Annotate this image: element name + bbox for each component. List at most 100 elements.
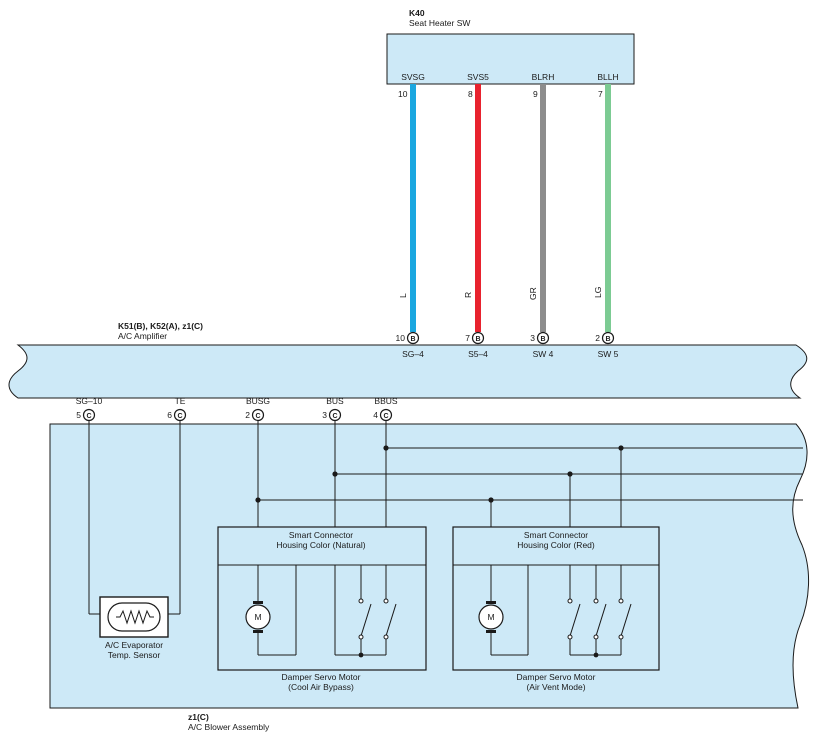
junction-dot xyxy=(567,471,573,477)
motor-housing xyxy=(217,526,427,671)
ac-amplifier: K51(B), K52(A), z1(C) A/C Amplifier 10 B… xyxy=(8,321,808,422)
colored-wires: L R GR LG xyxy=(398,84,611,332)
terminal-label: SG–4 xyxy=(402,349,424,359)
terminal-number: 3 xyxy=(322,410,327,420)
switch-contact xyxy=(618,598,624,604)
internal-wiring xyxy=(88,421,803,614)
k40-code: K40 xyxy=(409,8,425,18)
k40-pin-label: BLRH xyxy=(532,72,555,82)
terminal-connector: B xyxy=(540,336,545,343)
k40-pin-number: 8 xyxy=(468,89,473,99)
terminal-connector: C xyxy=(177,413,182,420)
terminal-circle xyxy=(173,408,187,422)
amp-top-terminals: 10 B SG–4 7 B S5–4 3 B SW 4 2 B SW 5 xyxy=(396,331,619,359)
switch-blade-icon xyxy=(569,603,581,637)
terminal-number: 4 xyxy=(373,410,378,420)
wire-color-code: GR xyxy=(528,287,538,300)
switch-contact xyxy=(567,598,573,604)
terminal-label: SW 5 xyxy=(598,349,619,359)
connector-line2: Housing Color (Natural) xyxy=(276,540,365,550)
junction-dot xyxy=(383,445,389,451)
switch-blade-icon xyxy=(385,603,397,637)
terminal-circle xyxy=(251,408,265,422)
terminal-connector: B xyxy=(605,336,610,343)
junction-dot xyxy=(593,652,599,658)
terminal-label: SW 4 xyxy=(533,349,554,359)
terminal-connector: C xyxy=(86,413,91,420)
terminal-label: SG–10 xyxy=(76,396,103,406)
motor-brush xyxy=(253,630,263,633)
k40-body xyxy=(386,33,635,85)
terminal-number: 3 xyxy=(530,333,535,343)
switch-contact xyxy=(383,634,389,640)
blower-assembly: z1(C) A/C Blower Assembly xyxy=(49,423,809,732)
terminal-label: BBUS xyxy=(374,396,397,406)
junction-dot xyxy=(255,497,261,503)
terminal-number: 5 xyxy=(76,410,81,420)
k40-pin-label: SVS5 xyxy=(467,72,489,82)
junction-dot xyxy=(332,471,338,477)
terminal-circle xyxy=(601,331,615,345)
terminal-connector: C xyxy=(255,413,260,420)
motor-name-line2: (Air Vent Mode) xyxy=(526,682,585,692)
k40-pin-label: SVSG xyxy=(401,72,425,82)
wire-color-code: L xyxy=(398,293,408,298)
terminal-circle xyxy=(471,331,485,345)
sensor-name-line1: A/C Evaporator xyxy=(105,640,163,650)
terminal-label: S5–4 xyxy=(468,349,488,359)
terminal-circle xyxy=(82,408,96,422)
terminal-circle xyxy=(406,331,420,345)
amplifier-code: K51(B), K52(A), z1(C) xyxy=(118,321,203,331)
terminal-circle xyxy=(328,408,342,422)
junction-dot xyxy=(618,445,624,451)
motor-icon xyxy=(245,604,271,630)
terminal-connector: B xyxy=(410,336,415,343)
blower-body xyxy=(49,423,809,709)
motor-housing xyxy=(452,526,660,671)
blower-name: A/C Blower Assembly xyxy=(188,722,270,732)
connector-line1: Smart Connector xyxy=(524,530,588,540)
switch-contact xyxy=(358,598,364,604)
blower-code: z1(C) xyxy=(188,712,209,722)
terminal-number: 2 xyxy=(595,333,600,343)
motor-brush xyxy=(253,601,263,604)
terminal-number: 6 xyxy=(167,410,172,420)
terminal-label: BUSG xyxy=(246,396,270,406)
wire-color-code: LG xyxy=(593,287,603,298)
switch-contact xyxy=(567,634,573,640)
motor-glyph: M xyxy=(254,612,261,622)
terminal-number: 7 xyxy=(465,333,470,343)
switch-blade-icon xyxy=(360,603,372,637)
sensor-name-line2: Temp. Sensor xyxy=(108,650,161,660)
terminal-connector: C xyxy=(332,413,337,420)
junction-dot xyxy=(488,497,494,503)
motor-name-line1: Damper Servo Motor xyxy=(517,672,596,682)
junction-dot xyxy=(358,652,364,658)
switch-contact xyxy=(593,634,599,640)
k40-pin-number: 9 xyxy=(533,89,538,99)
terminal-circle xyxy=(379,408,393,422)
switch-blade-icon xyxy=(620,603,632,637)
evaporator-temp-sensor: A/C Evaporator Temp. Sensor xyxy=(89,596,180,660)
terminal-number: 2 xyxy=(245,410,250,420)
motor-icon xyxy=(478,604,504,630)
amplifier-body xyxy=(8,344,808,399)
k40-switch: K40 Seat Heater SW SVSG SVS5 BLRH BLLH 1… xyxy=(386,8,635,99)
motor-name-line2: (Cool Air Bypass) xyxy=(288,682,354,692)
connector-line1: Smart Connector xyxy=(289,530,353,540)
k40-name: Seat Heater SW xyxy=(409,18,470,28)
terminal-label: BUS xyxy=(326,396,344,406)
amplifier-name: A/C Amplifier xyxy=(118,331,167,341)
terminal-circle xyxy=(536,331,550,345)
motor-glyph: M xyxy=(487,612,494,622)
motor-brush xyxy=(486,601,496,604)
amp-bottom-terminals: SG–10 5 C TE 6 C BUSG 2 C BUS 3 C BBUS 4… xyxy=(76,396,398,422)
switch-contact xyxy=(593,598,599,604)
terminal-connector: B xyxy=(475,336,480,343)
switch-blade-icon xyxy=(595,603,607,637)
motor-name-line1: Damper Servo Motor xyxy=(282,672,361,682)
motor-brush xyxy=(486,630,496,633)
terminal-connector: C xyxy=(383,413,388,420)
terminal-label: TE xyxy=(175,396,186,406)
